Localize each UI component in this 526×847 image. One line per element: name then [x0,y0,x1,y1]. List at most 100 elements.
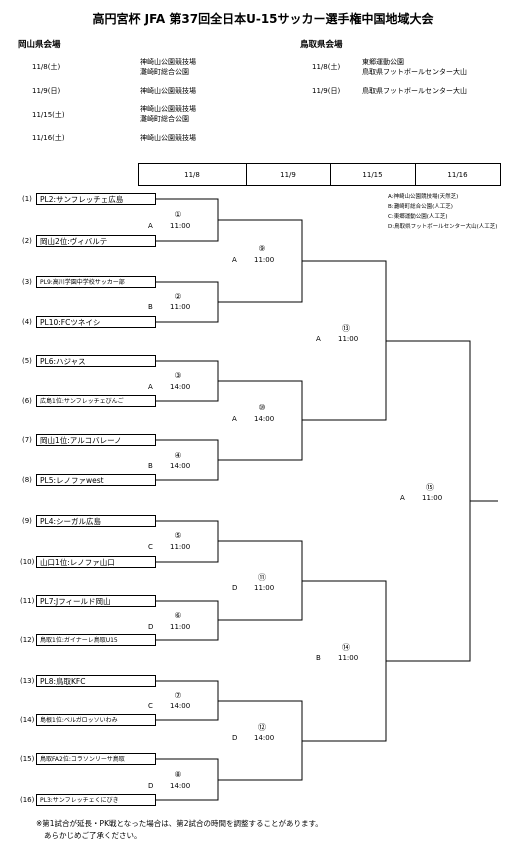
match-venue: C [148,702,153,710]
match-venue: B [148,303,153,311]
match-number: ② [174,292,182,301]
match-venue: A [316,335,321,343]
match-time: 11:00 [170,222,191,230]
footnote: ※第1試合が延長・PK戦となった場合は、第2試合の時間を調整することがあります。 [36,819,323,828]
match-time: 11:00 [170,543,191,551]
schedule-date: 11/15(土) [32,111,65,119]
schedule-venue: 神崎山公園競技場 [140,87,196,95]
team-entry: 鳥取FA2位:コラソンリーサ鳥取 [36,753,156,765]
schedule-date: 11/8(土) [312,63,341,71]
match-number: ⑮ [426,483,434,492]
match-venue: A [148,383,153,391]
match-venue: A [400,494,405,502]
page-title: 高円宮杯 JFA 第37回全日本U-15サッカー選手権中国地域大会 [92,12,434,26]
match-time: 11:00 [170,303,191,311]
match-time: 11:00 [170,623,191,631]
legend-item: D:鳥取県フットボールセンター大山(人工芝) [388,224,498,230]
match-venue: B [148,462,153,470]
entry-number: (14) [20,716,35,724]
match-time: 14:00 [170,462,191,470]
match-number: ⑬ [342,324,350,333]
entry-number: (2) [22,237,32,245]
legend-item: B:灘崎町総合公園(人工芝) [388,204,453,210]
team-entry: PL7:Jフィールド岡山 [36,595,156,607]
match-time: 14:00 [170,782,191,790]
header-divider [330,163,331,186]
match-number: ④ [174,451,182,460]
header-divider [415,163,416,186]
match-number: ⑥ [174,611,182,620]
match-venue: A [232,415,237,423]
match-time: 11:00 [338,335,359,343]
team-entry: 広島1位:サンフレッチェびんご [36,395,156,407]
header-bottom-rule [138,185,500,186]
match-number: ⑭ [342,643,350,652]
column-header-day3: 11/15 [362,171,383,179]
match-number: ⑧ [174,770,182,779]
entry-number: (8) [22,476,32,484]
schedule-venue: 東郷運動公園 [362,58,404,66]
match-number: ① [174,210,182,219]
schedule-venue: 神崎山公園競技場 [140,134,196,142]
match-time: 14:00 [170,702,191,710]
match-venue: C [148,543,153,551]
okayama-venue-heading: 岡山県会場 [18,40,61,50]
match-venue: D [232,584,238,592]
schedule-venue: 灘崎町総合公園 [140,68,189,76]
entry-number: (4) [22,318,32,326]
schedule-venue: 灘崎町総合公園 [140,115,189,123]
column-header-day2: 11/9 [280,171,296,179]
team-entry: PL8:鳥取KFC [36,675,156,687]
team-entry: PL9:高川学園中学校サッカー部 [36,276,156,288]
legend-item: A:神崎山公園競技場(天然芝) [388,194,459,200]
team-entry: 島根1位:ベルガロッソいわみ [36,714,156,726]
match-number: ⑤ [174,531,182,540]
schedule-venue: 神崎山公園競技場 [140,105,196,113]
entry-number: (7) [22,436,32,444]
match-time: 11:00 [254,584,275,592]
team-entry: PL6:ハジャス [36,355,156,367]
team-entry: PL2:サンフレッチェ広島 [36,193,156,205]
entry-number: (16) [20,796,35,804]
team-entry: PL3:サンフレッチェくにびき [36,794,156,806]
header-divider [500,163,501,186]
team-entry: 岡山2位:ヴィバルテ [36,235,156,247]
footnote: あらかじめご了承ください。 [44,831,142,840]
column-header-day4: 11/16 [447,171,468,179]
schedule-date: 11/9(日) [312,87,341,95]
entry-number: (12) [20,636,35,644]
entry-number: (3) [22,278,32,286]
schedule-venue: 神崎山公園競技場 [140,58,196,66]
schedule-date: 11/8(土) [32,63,61,71]
entry-number: (10) [20,558,35,566]
match-venue: D [148,782,154,790]
match-number: ⑪ [258,573,266,582]
header-divider [138,163,139,186]
match-time: 11:00 [338,654,359,662]
entry-number: (13) [20,677,35,685]
match-venue: B [316,654,321,662]
team-entry: 岡山1位:アルコバレーノ [36,434,156,446]
header-divider [246,163,247,186]
tottori-venue-heading: 鳥取県会場 [300,40,343,50]
match-time: 14:00 [254,734,275,742]
entry-number: (6) [22,397,32,405]
match-time: 14:00 [170,383,191,391]
match-venue: A [148,222,153,230]
entry-number: (1) [22,195,32,203]
schedule-date: 11/16(土) [32,134,65,142]
match-time: 14:00 [254,415,275,423]
match-number: ⑩ [258,403,266,412]
match-number: ③ [174,371,182,380]
legend-item: C:東郷運動公園(人工芝) [388,214,448,220]
header-top-rule [138,163,500,164]
match-time: 11:00 [254,256,275,264]
match-number: ⑦ [174,691,182,700]
match-venue: A [232,256,237,264]
schedule-venue: 鳥取県フットボールセンター大山 [362,68,467,76]
column-header-day1: 11/8 [184,171,200,179]
match-number: ⑫ [258,723,266,732]
entry-number: (15) [20,755,35,763]
match-venue: D [148,623,154,631]
